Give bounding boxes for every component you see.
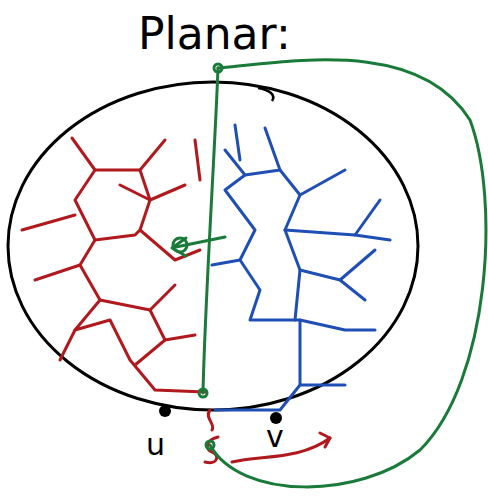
vertex-dot <box>159 405 171 417</box>
blue-tree <box>212 125 390 410</box>
tick-mark <box>258 88 273 101</box>
diagram-title: Planar: <box>138 12 291 56</box>
red-tree <box>22 138 330 463</box>
vertex-label: u <box>146 430 165 460</box>
green-dual <box>172 60 486 487</box>
outer-cycle <box>8 82 418 410</box>
vertex-label: v <box>266 422 284 452</box>
